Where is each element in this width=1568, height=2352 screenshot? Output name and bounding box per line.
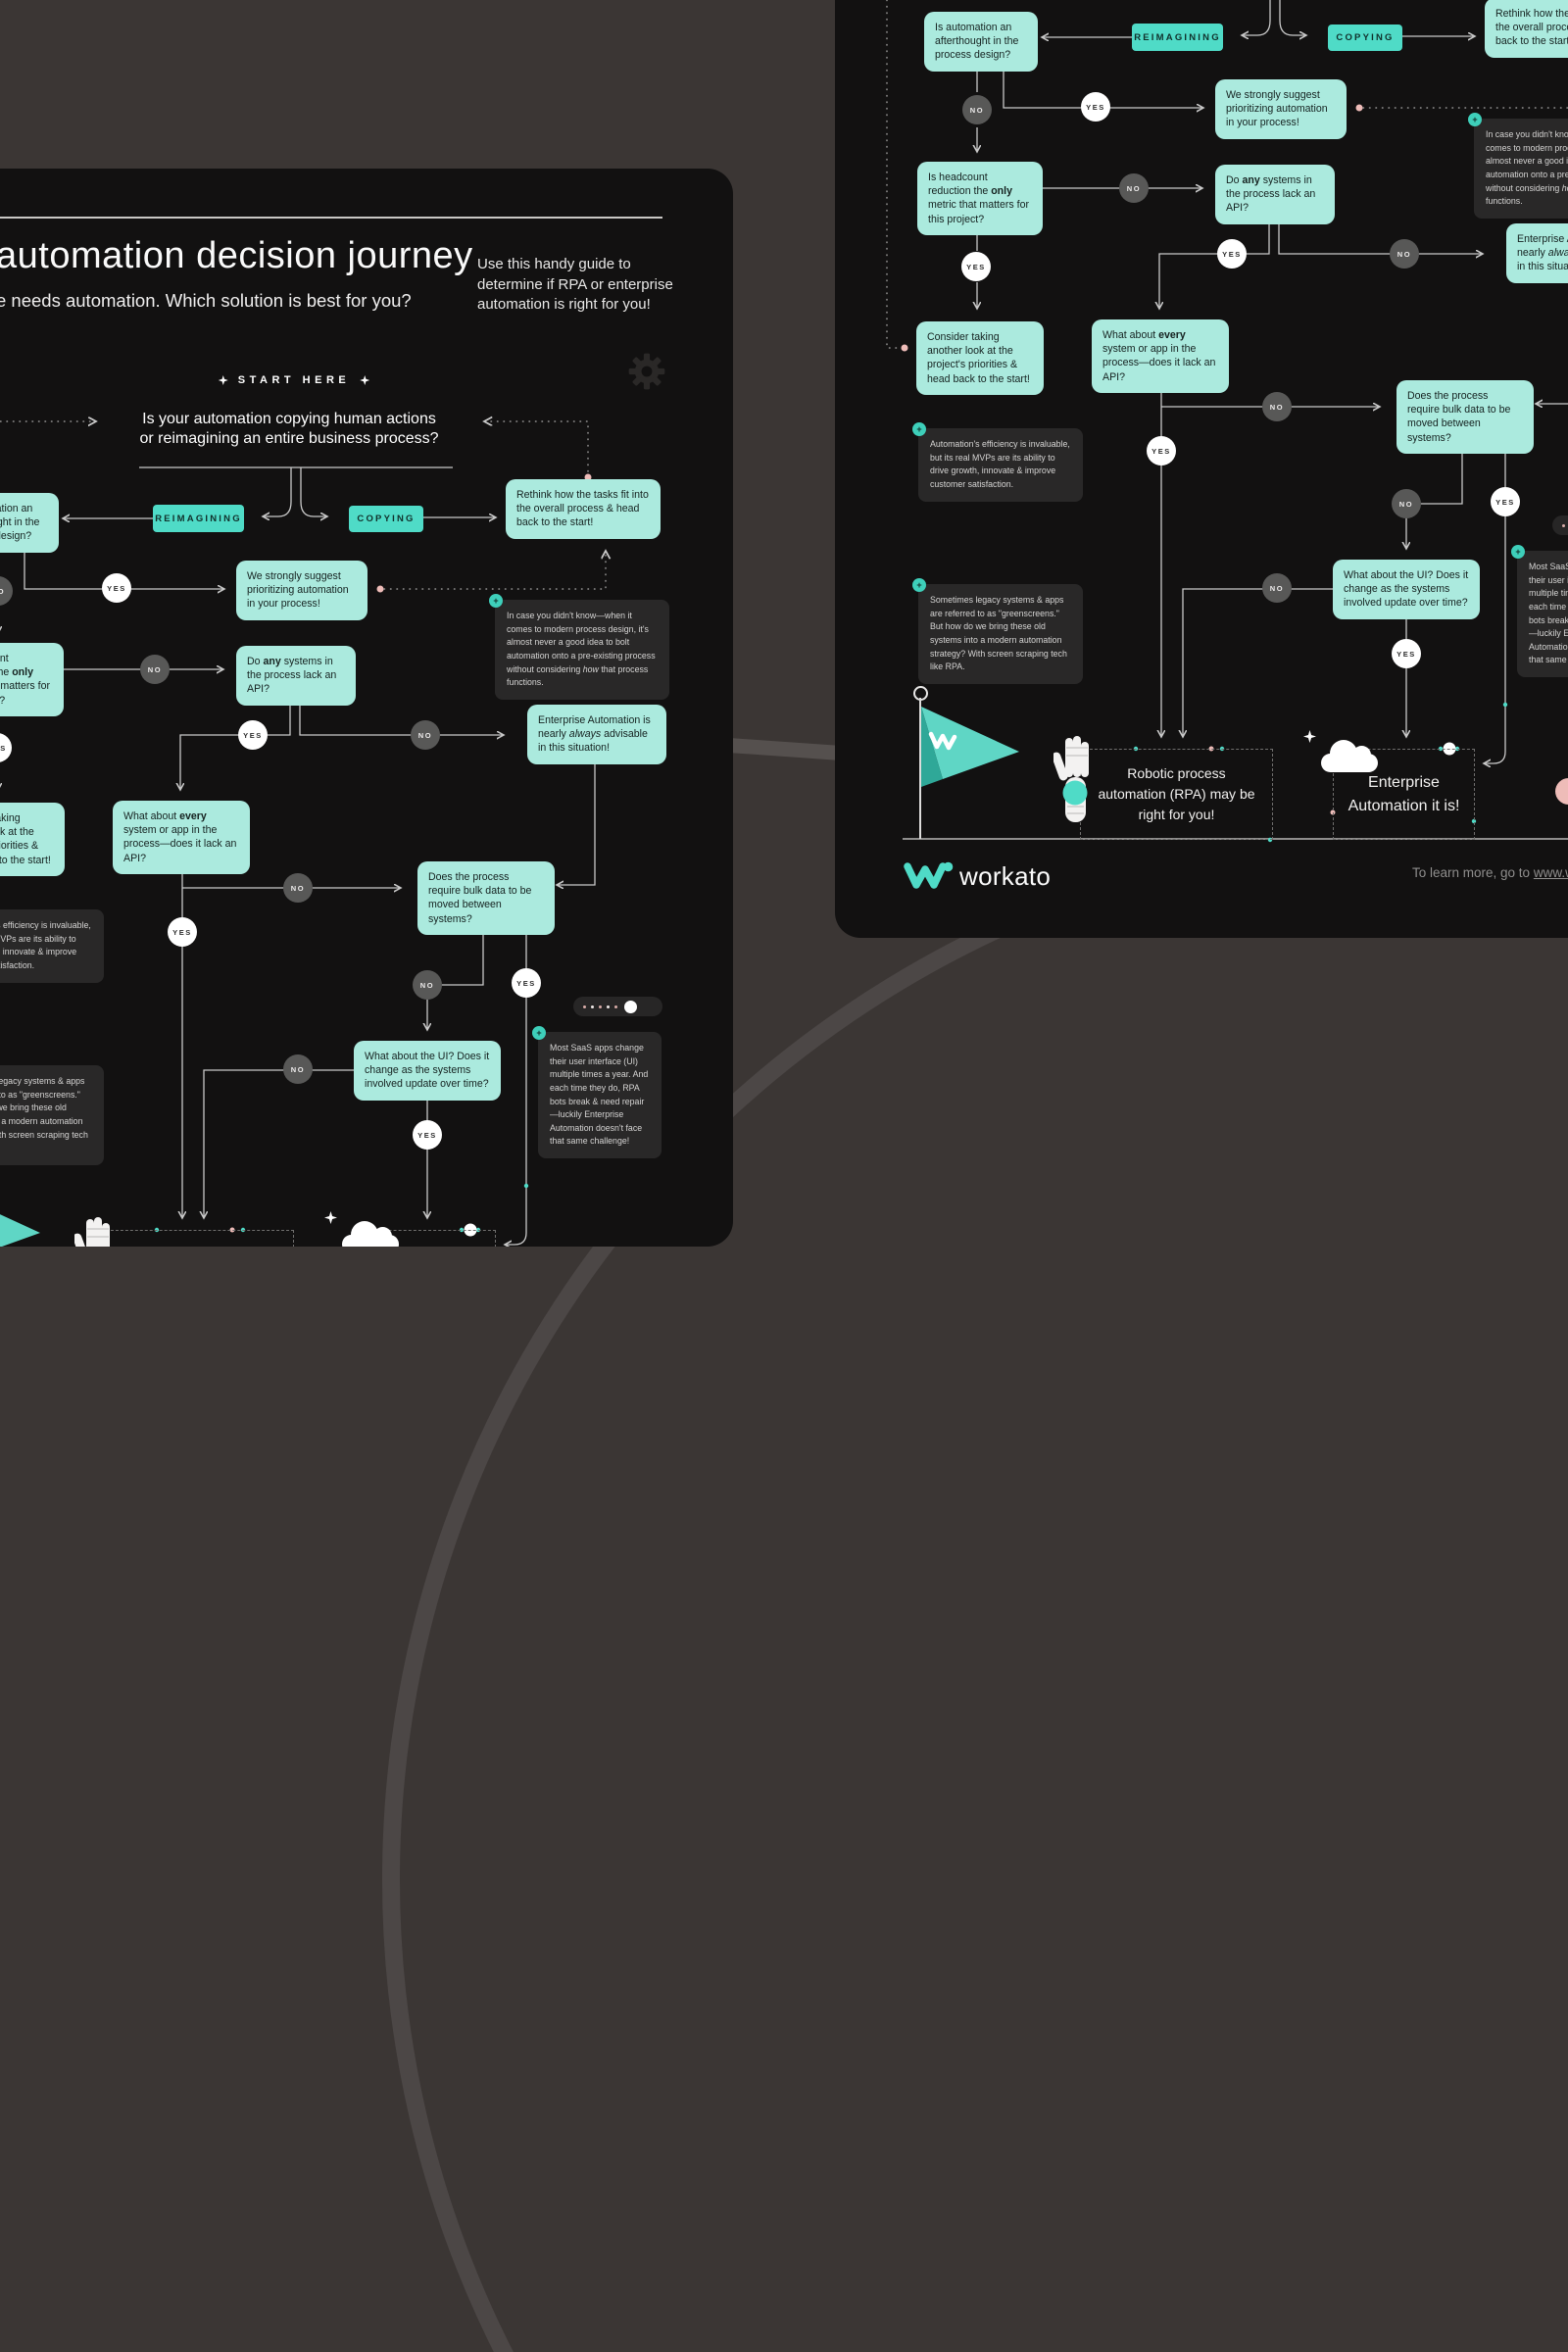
reimagining-button: REIMAGINING	[1132, 24, 1223, 51]
tooltip-legacy: Sometimes legacy systems & apps are refe…	[918, 584, 1083, 684]
no-badge: NO	[1390, 239, 1419, 269]
panel-right: automation decision journey e needs auto…	[835, 0, 1568, 938]
guide-note: Use this handy guide to determine if RPA…	[477, 255, 673, 316]
node-consider: Consider taking another look at the proj…	[0, 803, 65, 876]
workato-wordmark: workato	[959, 861, 1051, 892]
tooltip-efficiency: Automation's efficiency is invaluable, b…	[918, 428, 1083, 502]
yes-badge: YES	[961, 252, 991, 281]
screenshot-root: { "poster": { "header": { "title": "auto…	[0, 0, 1568, 1176]
robot-hand-icon	[74, 1217, 118, 1247]
node-afterthought: Is automation an afterthought in the pro…	[0, 493, 59, 553]
node-bulk-data: Does the process require bulk data to be…	[417, 861, 555, 935]
poster-subtitle: e needs automation. Which solution is be…	[0, 290, 412, 312]
sparkle-icon	[219, 375, 228, 385]
yes-badge: YES	[1217, 239, 1247, 269]
node-every-system: What about every system or app in the pr…	[113, 801, 250, 874]
yes-badge: YES	[1491, 487, 1520, 516]
plus-icon	[912, 578, 926, 592]
robot-hand-icon	[1054, 736, 1097, 824]
cloud-icon	[334, 1221, 416, 1247]
plus-icon	[489, 594, 503, 608]
header-divider	[0, 217, 662, 219]
no-badge: NO	[962, 95, 992, 124]
node-headcount: Is headcount reduction the only metric t…	[0, 643, 64, 716]
yes-badge: YES	[512, 968, 541, 998]
node-any-api: Do any systems in the process lack an AP…	[236, 646, 356, 706]
poster-title: automation decision journey	[0, 235, 473, 277]
yes-badge: YES	[1392, 639, 1421, 668]
yes-badge: YES	[1147, 436, 1176, 466]
tooltip-saas: Most SaaS apps change their user interfa…	[538, 1032, 662, 1158]
yes-badge: YES	[102, 573, 131, 603]
node-consider: Consider taking another look at the proj…	[916, 321, 1044, 395]
sparkle-icon	[360, 375, 369, 385]
no-badge: NO	[283, 1054, 313, 1084]
cloud-icon	[1313, 740, 1396, 773]
reimagining-button: REIMAGINING	[153, 505, 244, 532]
node-bulk-data: Does the process require bulk data to be…	[1396, 380, 1534, 454]
no-badge: NO	[1262, 573, 1292, 603]
node-rethink: Rethink how the tasks fit into the overa…	[506, 479, 661, 539]
yes-badge: YES	[238, 720, 268, 750]
plus-icon	[1468, 113, 1482, 126]
tooltip-legacy: Sometimes legacy systems & apps are refe…	[0, 1065, 104, 1165]
no-badge: NO	[1119, 173, 1149, 203]
workato-flag-icon	[921, 703, 1025, 793]
plus-icon	[912, 422, 926, 436]
node-every-system: What about every system or app in the pr…	[1092, 319, 1229, 393]
start-here-label: START HERE	[206, 374, 382, 386]
result-rpa: Robotic process automation (RPA) may be …	[1080, 749, 1273, 840]
node-ui-change: What about the UI? Does it change as the…	[354, 1041, 501, 1101]
result-rpa: Robotic process automation (RPA) may be …	[101, 1230, 294, 1247]
workato-logo-icon	[903, 858, 954, 892]
node-enterprise-advisable: Enterprise Automation is nearly always a…	[527, 705, 666, 764]
tooltip-saas: Most SaaS apps change their user interfa…	[1517, 551, 1568, 677]
no-badge: NO	[413, 970, 442, 1000]
root-question: Is your automation copying human actions…	[137, 410, 441, 450]
tooltip-know: In case you didn't know—when it comes to…	[1474, 119, 1568, 219]
toggle-dot	[624, 1001, 637, 1013]
tooltip-efficiency: Automation's efficiency is invaluable, b…	[0, 909, 104, 983]
copying-button: COPYING	[1328, 24, 1402, 51]
node-ui-change: What about the UI? Does it change as the…	[1333, 560, 1480, 619]
node-enterprise-advisable: Enterprise Automation is nearly always a…	[1506, 223, 1568, 283]
background-ring-segment	[721, 737, 850, 760]
dots-pill-decoration	[573, 997, 662, 1016]
no-badge: NO	[1392, 489, 1421, 518]
yes-badge: YES	[168, 917, 197, 947]
node-afterthought: Is automation an afterthought in the pro…	[924, 12, 1038, 72]
workato-flag-icon	[0, 1184, 46, 1247]
gear-icon	[628, 353, 665, 390]
panel-left: automation decision journey e needs auto…	[0, 169, 733, 1247]
yes-badge: YES	[1081, 92, 1110, 122]
node-we-strongly-suggest: We strongly suggest prioritizing automat…	[1215, 79, 1347, 139]
no-badge: NO	[283, 873, 313, 903]
no-badge: NO	[140, 655, 170, 684]
yes-badge: YES	[413, 1120, 442, 1150]
node-rethink: Rethink how the tasks fit into the overa…	[1485, 0, 1568, 58]
node-any-api: Do any systems in the process lack an AP…	[1215, 165, 1335, 224]
plus-icon	[532, 1026, 546, 1040]
node-headcount: Is headcount reduction the only metric t…	[917, 162, 1043, 235]
no-badge: NO	[411, 720, 440, 750]
workato-link[interactable]: www.w	[1534, 865, 1568, 880]
plus-icon	[1511, 545, 1525, 559]
learn-more-note: To learn more, go to www.w	[1412, 865, 1568, 880]
no-badge: NO	[1262, 392, 1292, 421]
tooltip-know: In case you didn't know—when it comes to…	[495, 600, 669, 700]
node-we-strongly-suggest: We strongly suggest prioritizing automat…	[236, 561, 368, 620]
dots-pill-decoration	[1552, 515, 1568, 535]
copying-button: COPYING	[349, 506, 423, 532]
